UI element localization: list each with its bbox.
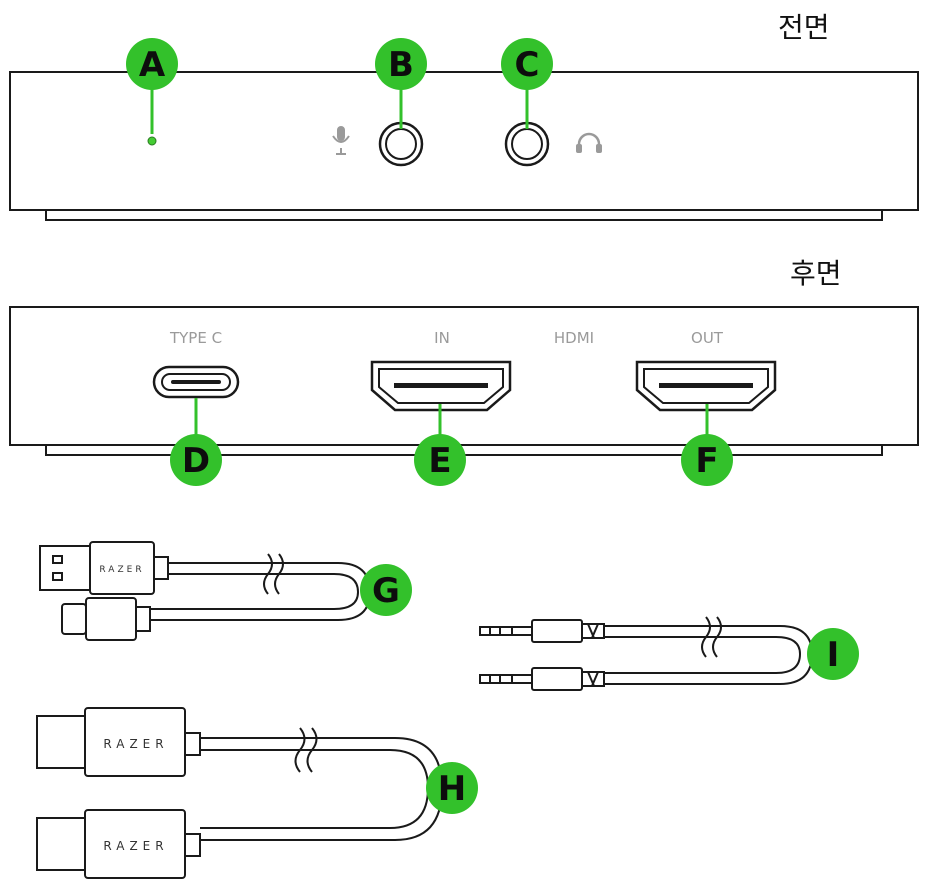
callout-i-label: I — [827, 635, 840, 675]
callout-i: I — [807, 628, 859, 680]
hdmi-out-label: OUT — [691, 329, 724, 347]
cable-h-brand-bottom: RAZER — [103, 839, 168, 853]
hdmi-label: HDMI — [554, 329, 594, 347]
usb-cable-g — [39, 541, 372, 641]
callout-b-label: B — [388, 45, 414, 85]
front-panel — [9, 71, 919, 221]
status-led — [147, 136, 157, 146]
callout-g: G — [360, 564, 412, 616]
usb-c-port — [152, 365, 240, 399]
callout-f: F — [681, 434, 733, 486]
callout-h-label: H — [438, 769, 466, 809]
callout-c-label: C — [515, 45, 540, 85]
callout-a: A — [126, 38, 178, 90]
callout-d-label: D — [182, 441, 210, 481]
type-c-label: TYPE C — [169, 329, 222, 347]
mic-jack — [378, 121, 424, 167]
callout-d: D — [170, 434, 222, 486]
callout-b: B — [375, 38, 427, 90]
headphone-jack — [504, 121, 550, 167]
callout-h: H — [426, 762, 478, 814]
audio-cable-i — [479, 616, 814, 691]
hdmi-out-port — [635, 360, 777, 412]
headphones-icon — [576, 132, 602, 153]
callout-g-label: G — [372, 571, 400, 611]
cable-h-brand-top: RAZER — [103, 737, 168, 751]
callout-e-label: E — [428, 441, 451, 481]
hdmi-in-port — [370, 360, 512, 412]
hdmi-in-label: IN — [434, 329, 450, 347]
front-view-title: 전면 — [778, 11, 830, 44]
back-view-title: 후면 — [790, 257, 842, 290]
hdmi-cable-h — [36, 707, 444, 879]
microphone-icon — [332, 126, 350, 155]
cable-g-brand: RAZER — [99, 565, 144, 575]
callout-c: C — [501, 38, 553, 90]
callout-e: E — [414, 434, 466, 486]
callout-f-label: F — [695, 441, 718, 481]
callout-a-label: A — [139, 45, 166, 85]
